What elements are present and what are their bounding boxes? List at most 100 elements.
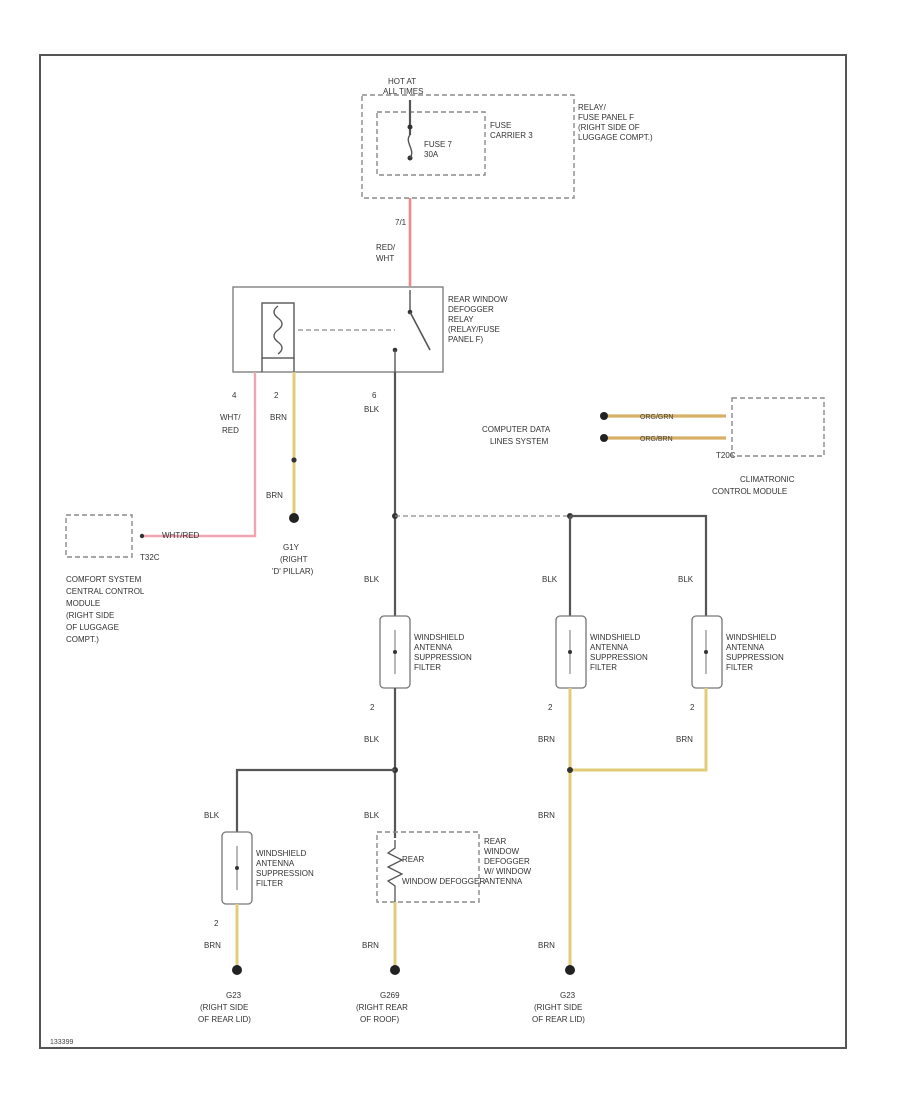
f4-l1: WINDSHIELD [256,849,306,858]
f1-blk-low: BLK [364,735,380,744]
fuse-contact-top [407,124,413,130]
defog-right-3: DEFOGGER [484,857,530,866]
ground-left-id: G23 [226,991,242,1000]
f1-l3: SUPPRESSION [414,653,472,662]
climatronic-1: CLIMATRONIC [740,475,795,484]
relay-wire-left-2: RED [222,426,239,435]
comfort-label-5: OF LUGGAGE [66,623,119,632]
comfort-label-3: MODULE [66,599,100,608]
relay-label-line3: RELAY [448,315,474,324]
relay-label-line5: PANEL F) [448,335,483,344]
filter-center: WINDSHIELD ANTENNA SUPPRESSION FILTER [379,615,472,689]
filter3-blk: BLK [678,575,694,584]
f4-pin: 2 [214,919,219,928]
figure-id: 133399 [50,1039,73,1046]
comfort-label-1: COMFORT SYSTEM [66,575,142,584]
hot-at-line2: ALL TIMES [383,87,423,96]
computer-data-2: LINES SYSTEM [490,437,549,446]
ground-center-icon [390,965,400,975]
f4-l3: SUPPRESSION [256,869,314,878]
defog-left-1: REAR [402,855,424,864]
defog-right-1: REAR [484,837,506,846]
data-wire-1: ORG/GRN [640,414,673,421]
f4-l4: FILTER [256,879,283,888]
f3-l2: ANTENNA [726,643,765,652]
data-line-arrow-icon [600,434,608,442]
defog-right-4: W/ WINDOW [484,867,532,876]
data-wire-2: ORG/BRN [640,436,673,443]
f4-brn: BRN [204,941,221,950]
defog-right-5: ANTENNA [484,877,523,886]
relay-label-line2: DEFOGGER [448,305,494,314]
wire-top-color2: WHT [376,254,394,263]
relay-pin-mid: 2 [274,391,279,400]
f2-l3: SUPPRESSION [590,653,648,662]
comfort-wire-label: WHT/RED [162,531,200,540]
climatronic-box [731,397,825,457]
climatronic-2: CONTROL MODULE [712,487,787,496]
comfort-module-box [65,514,133,558]
f3-l4: FILTER [726,663,753,672]
f2-l2: ANTENNA [590,643,629,652]
relay-panel-line1: RELAY/ [578,103,607,112]
relay-label-line1: REAR WINDOW [448,295,508,304]
f3-pin: 2 [690,703,695,712]
rear-defogger: REAR WINDOW DEFOGGER REAR WINDOW DEFOGGE… [376,831,532,903]
ground-left-loc2: OF REAR LID) [198,1015,251,1024]
relay-panel-line3: (RIGHT SIDE OF [578,123,640,132]
computer-data-1: COMPUTER DATA [482,425,551,434]
splice-brn [567,767,573,773]
f3-l1: WINDSHIELD [726,633,776,642]
relay-pin-left: 4 [232,391,237,400]
data-connector: T20C [716,451,736,460]
filter-right: WINDSHIELD ANTENNA SUPPRESSION FILTER [691,615,784,689]
g1y-loc-1: (RIGHT [280,555,308,564]
fuse-icon [407,134,413,159]
relay-label-line4: (RELAY/FUSE [448,325,500,334]
defog-blk: BLK [364,811,380,820]
wire-blk-left-branch [235,768,395,832]
hot-at-line1: HOT AT [388,77,416,86]
fuse-rating: 30A [424,150,439,159]
relay-panel-line2: FUSE PANEL F [578,113,634,122]
wire-brn-right-loop [568,688,708,772]
f1-l4: FILTER [414,663,441,672]
f1-l2: ANTENNA [414,643,453,652]
comfort-label-6: COMPT.) [66,635,99,644]
relay-switch-icon [409,311,431,351]
relay-wire-left-1: WHT/ [220,413,241,422]
g1y-loc-2: 'D' PILLAR) [272,567,314,576]
f2-l1: WINDSHIELD [590,633,640,642]
comfort-connector: T32C [140,553,160,562]
brn-right-1: BRN [538,811,555,820]
defogger-relay: REAR WINDOW DEFOGGER RELAY (RELAY/FUSE P… [232,286,508,373]
data-line-arrow-icon [600,412,608,420]
wire-blk-right-top [570,514,708,616]
fuse-name: FUSE 7 [424,140,453,149]
f1-l1: WINDSHIELD [414,633,464,642]
defog-right-2: WINDOW [484,847,520,856]
carrier-line2: CARRIER 3 [490,131,533,140]
ground-g1y-icon [289,513,299,523]
f4-blk: BLK [204,811,220,820]
ground-left-icon [232,965,242,975]
comfort-label-4: (RIGHT SIDE [66,611,114,620]
filter-mid-icon [568,650,572,654]
defog-brn: BRN [362,941,379,950]
relay-wire-right: BLK [364,405,380,414]
wire-top-pin: 7/1 [395,218,407,227]
f3-brn: BRN [676,735,693,744]
brn-right-2: BRN [538,941,555,950]
carrier-line1: FUSE [490,121,511,130]
ground-right-id: G23 [560,991,576,1000]
defog-left-2: WINDOW DEFOGGER [402,877,485,886]
filter1-blk: BLK [364,575,380,584]
relay-wire-mid: BRN [270,413,287,422]
relay-panel-line4: LUGGAGE COMPT.) [578,133,653,142]
fuse-panel: HOT AT ALL TIMES FUSE 7 30A FUSE CARRIER… [361,77,653,199]
f1-pin: 2 [370,703,375,712]
relay-pin-right: 6 [372,391,377,400]
filter2-blk: BLK [542,575,558,584]
ground-center-loc1: (RIGHT REAR [356,1003,408,1012]
